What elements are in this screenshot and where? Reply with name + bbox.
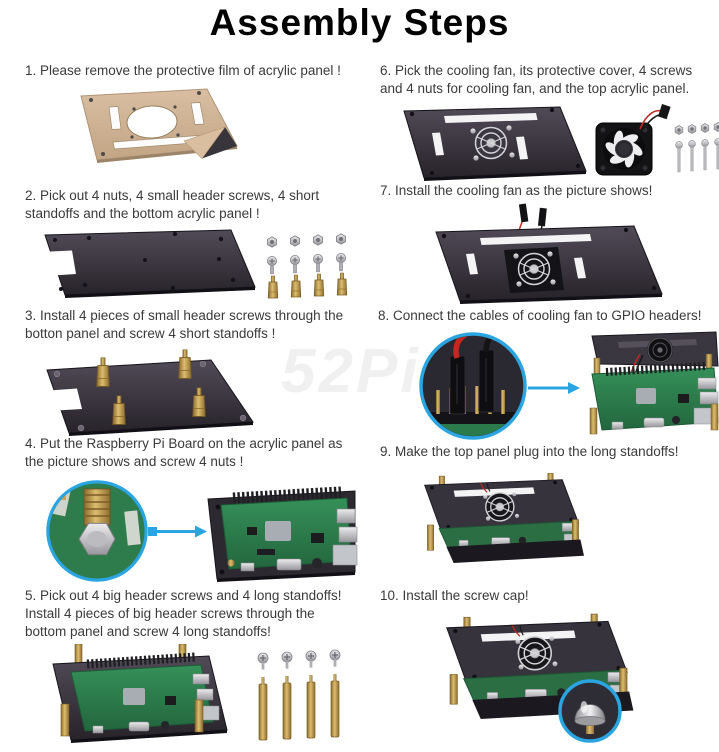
panel-with-standoffs-illustration [42,349,254,437]
step-6: 6. Pick the cooling fan, its protective … [380,62,719,182]
step-1-figure [39,84,357,168]
exposed-acrylic-corner [202,127,237,159]
step-7-figure [408,202,716,305]
step-9-figure [412,468,716,572]
usb-port [338,526,358,543]
gpio-header [605,362,707,377]
step-1: 1. Please remove the protective film of … [25,62,357,168]
gpio-closeup-circle [419,332,527,440]
nut-closeup-circle [46,480,148,582]
fan-connector [518,203,529,223]
soc-chip [265,521,291,542]
step-9: 9. Make the top panel plug into the long… [380,443,716,572]
hdmi-port [128,721,150,732]
big-screws-row [257,649,341,670]
short-standoffs-row [267,272,348,299]
acrylic-panel-with-film [80,88,238,164]
micro-usb-port [240,562,255,572]
audio-jack [312,558,322,569]
cooling-fan [595,104,671,176]
pi-on-panel-with-nut-closeup-illustration [46,480,358,583]
long-standoffs-row [258,674,340,741]
step-4: 4. Put the Raspberry Pi Board on the acr… [25,435,358,583]
usb-port [336,508,356,524]
film-curl [183,126,226,160]
hdmi-port [643,417,665,428]
soc-chip [123,688,145,706]
assembled-case-illustration [412,468,584,572]
fan-screws-row [675,138,719,173]
gpio-connection-illustration [419,331,719,440]
step-10: 10. Install the screw cap! [380,587,716,747]
gpio-header [86,652,196,669]
screw-cap-closeup-circle [558,679,622,743]
step-3-text: 3. Install 4 pieces of small header scre… [25,308,344,342]
step-8-text: 8. Connect the cables of cooling fan to … [378,308,702,323]
assembled-pi-with-fan [589,331,719,435]
ethernet-port [332,544,358,566]
callout-connector [148,525,207,538]
callout-arrow [528,382,580,395]
step-5-figure [25,644,359,749]
step-5: 5. Pick out 4 big header screws and 4 lo… [25,587,359,749]
top-panel-fan-hardware-illustration [403,104,719,182]
step-9-text: 9. Make the top panel plug into the long… [380,444,679,459]
nuts-row [267,233,346,248]
step-7: 7. Install the cooling fan as the pictur… [380,182,716,305]
step-2-text: 2. Pick out 4 nuts, 4 small header screw… [25,188,320,222]
soc-chip [636,388,656,405]
pi-with-long-standoffs-illustration [52,644,341,744]
step-3: 3. Install 4 pieces of small header scre… [25,307,357,437]
step-2: 2. Pick out 4 nuts, 4 small header screw… [25,187,357,303]
step-7-text: 7. Install the cooling fan as the pictur… [380,183,653,198]
top-acrylic-panel [403,106,587,182]
red-wire [453,336,479,359]
fan-connector [658,104,671,120]
raspberry-pi-on-panel [207,486,358,583]
black-wire [483,336,509,353]
step-4-figure [25,477,358,583]
step-5-text: 5. Pick out 4 big header screws and 4 lo… [25,588,342,640]
step-2-figure [25,227,357,303]
acrylic-panel-with-film-illustration [80,88,238,164]
step-6-figure [388,103,719,182]
step-10-figure [428,611,716,747]
step-10-text: 10. Install the screw cap! [380,588,529,603]
step-4-text: 4. Put the Raspberry Pi Board on the acr… [25,436,343,470]
case-with-screw-cap-illustration [428,611,646,743]
bottom-panel-with-short-standoffs [42,349,254,437]
page-title: Assembly Steps [209,2,510,43]
panel-with-fan-installed-illustration [435,203,663,305]
fan-nuts-row [674,122,719,136]
step-6-text: 6. Pick the cooling fan, its protective … [380,63,693,97]
top-panel-with-fan [435,225,663,305]
hdmi-port [276,558,302,571]
bottom-panel-and-hardware-illustration [40,229,348,299]
brass-nut [227,559,235,567]
fan-connector [537,207,547,227]
small-screws-row [266,253,347,275]
assembled-case [425,473,584,563]
step-8-figure [378,330,719,442]
step-8: 8. Connect the cables of cooling fan to … [378,307,719,442]
step-3-figure [25,346,357,437]
bottom-acrylic-panel [40,229,256,299]
step-1-text: 1. Please remove the protective film of … [25,63,341,78]
pi-board-with-long-standoffs [52,644,228,744]
